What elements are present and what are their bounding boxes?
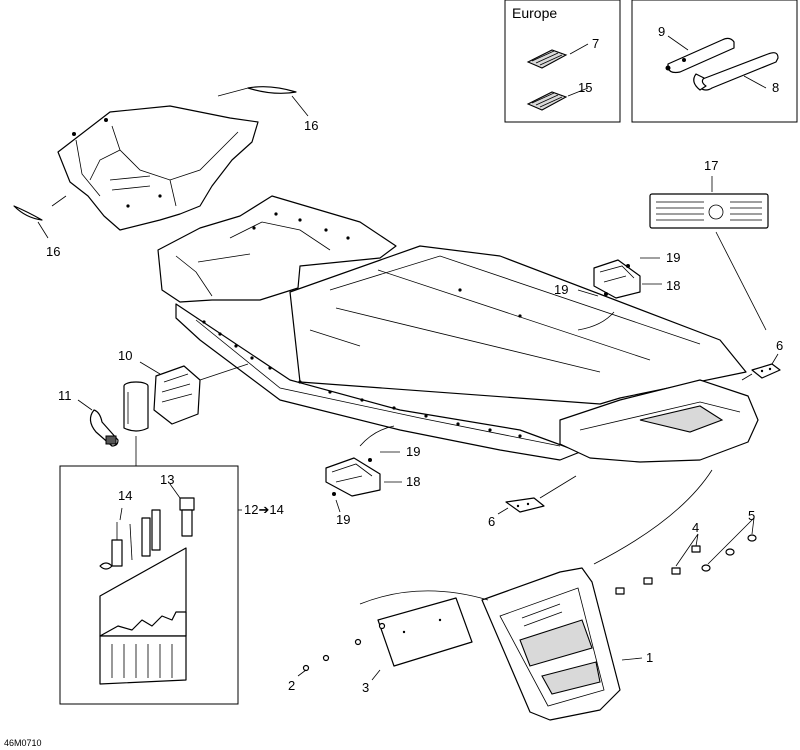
callout-13: 13 [160, 472, 174, 487]
callout-6-lower: 6 [488, 514, 495, 529]
callout-7: 7 [592, 36, 599, 51]
callout-6-right: 6 [776, 338, 783, 353]
callout-14-kit: 14 [118, 488, 132, 503]
callout-19-upper-right: 19 [666, 250, 680, 265]
trim-strip-16-left [13, 205, 43, 221]
drawing-code: 46M0710 [4, 738, 42, 748]
screws-2 [302, 622, 386, 672]
callout-18-upper: 18 [666, 278, 680, 293]
plate-3 [377, 597, 473, 667]
washers-5 [701, 534, 757, 572]
callout-2: 2 [288, 678, 295, 693]
reflector-6-lower [505, 497, 545, 513]
decal-17 [649, 193, 769, 229]
reflector-6-right [751, 363, 781, 379]
callout-10: 10 [118, 348, 132, 363]
console-panel [57, 105, 259, 231]
tool-container [123, 381, 149, 432]
bracket-18-lower [325, 457, 381, 497]
callout-18-lower: 18 [406, 474, 420, 489]
callout-16-top: 16 [304, 118, 318, 133]
callout-16-left: 16 [46, 244, 60, 259]
callout-5: 5 [748, 508, 755, 523]
reflector-15 [526, 91, 568, 111]
fuse-set-14 [129, 509, 161, 561]
nuts-4 [615, 545, 701, 595]
screwdriver [111, 522, 123, 567]
callout-12-to-14: 12➔14 [244, 502, 284, 517]
callout-19-lower-right: 19 [406, 444, 420, 459]
trim-strip-16-top [247, 86, 297, 94]
running-board-holes [202, 320, 522, 438]
callout-3: 3 [362, 680, 369, 695]
tools-inset: 9 8 [631, 0, 798, 123]
callout-11: 11 [58, 388, 72, 403]
callout-19-lower-left: 19 [336, 512, 350, 527]
snow-flap-1 [481, 567, 621, 721]
europe-inset: Europe 7 15 [504, 0, 621, 123]
wrench-9 [665, 37, 735, 74]
spark-plug-13 [179, 497, 195, 537]
callout-8: 8 [772, 80, 779, 95]
callout-19-upper-left: 19 [554, 282, 568, 297]
bracket-18-upper [593, 259, 641, 299]
strap-11 [89, 409, 119, 447]
tool-holder-10 [153, 365, 201, 425]
callout-15: 15 [578, 80, 592, 95]
europe-label: Europe [512, 5, 557, 21]
callout-1: 1 [646, 650, 653, 665]
chassis-tunnel [157, 195, 759, 463]
callout-4: 4 [692, 520, 699, 535]
wrench-8 [693, 52, 779, 91]
reflector-7 [526, 49, 568, 69]
toolkit-box: 12➔14 14 13 [59, 436, 284, 705]
callout-17: 17 [704, 158, 718, 173]
callout-9: 9 [658, 24, 665, 39]
